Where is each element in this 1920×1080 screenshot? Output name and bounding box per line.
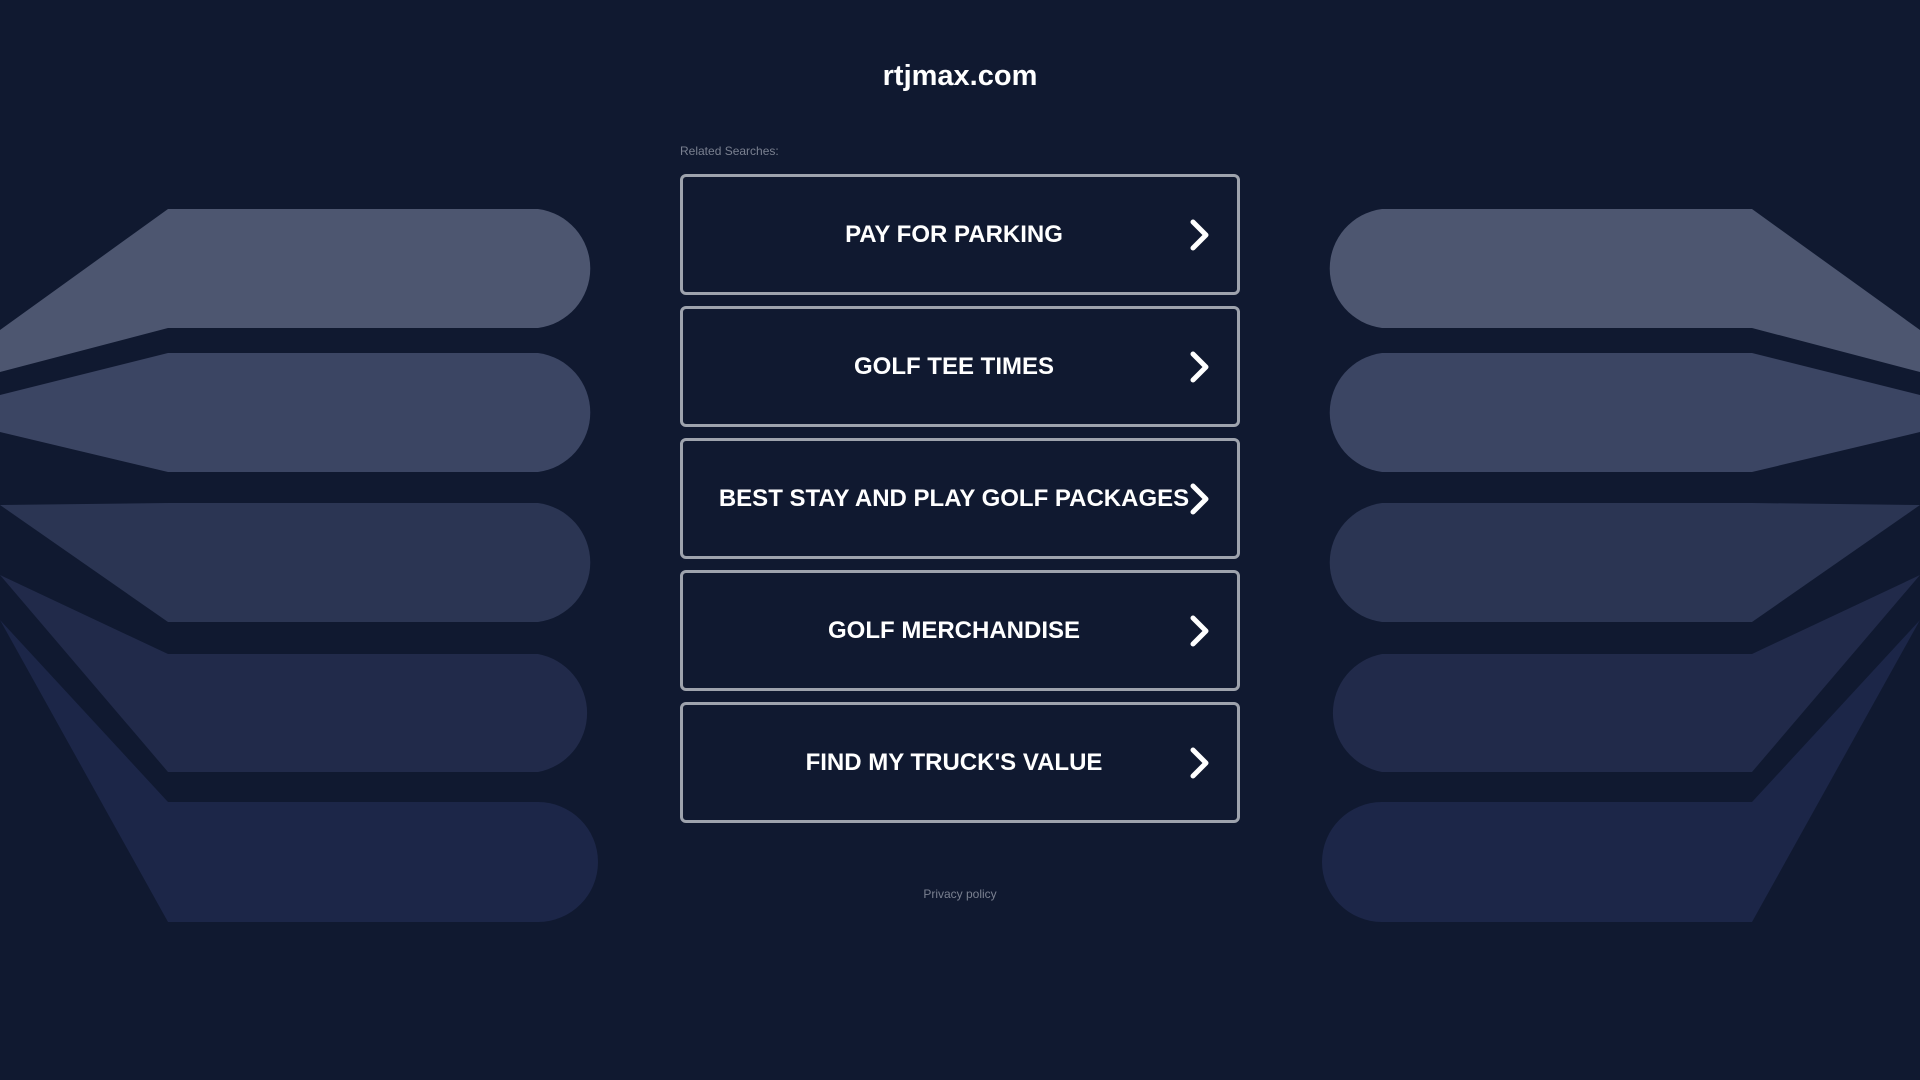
left-band-1: [0, 209, 591, 372]
left-band-3: [0, 503, 591, 622]
related-searches-label: Related Searches:: [680, 144, 779, 158]
chevron-right-icon: [1190, 483, 1209, 515]
chevron-right-icon: [1190, 747, 1209, 779]
related-search-link-find-my-trucks-value[interactable]: FIND MY TRUCK'S VALUE: [680, 702, 1240, 823]
privacy-policy-link[interactable]: Privacy policy: [923, 887, 997, 901]
right-band-3: [1329, 503, 1920, 622]
related-search-label: GOLF TEE TIMES: [853, 353, 1054, 380]
right-band-1: [1329, 209, 1920, 372]
right-decoration: [1322, 209, 1920, 922]
related-search-label: BEST STAY AND PLAY GOLF PACKAGES: [718, 485, 1190, 512]
related-search-link-best-stay-and-play-golf-packages[interactable]: BEST STAY AND PLAY GOLF PACKAGES: [680, 438, 1240, 559]
chevron-right-icon: [1190, 615, 1209, 647]
related-search-label: PAY FOR PARKING: [845, 221, 1063, 248]
left-band-2: [0, 353, 591, 472]
right-band-5: [1322, 620, 1920, 922]
chevron-right-icon: [1190, 351, 1209, 383]
right-band-4: [1332, 575, 1920, 772]
left-decoration: [0, 209, 598, 922]
related-search-link-pay-for-parking[interactable]: PAY FOR PARKING: [680, 174, 1240, 295]
related-search-link-golf-merchandise[interactable]: GOLF MERCHANDISE: [680, 570, 1240, 691]
related-search-link-golf-tee-times[interactable]: GOLF TEE TIMES: [680, 306, 1240, 427]
related-search-label: GOLF MERCHANDISE: [828, 617, 1080, 644]
right-band-2: [1329, 353, 1920, 472]
related-search-label: FIND MY TRUCK'S VALUE: [805, 749, 1103, 776]
related-searches-list: PAY FOR PARKING GOLF TEE TIMES BEST STAY…: [680, 174, 1240, 834]
chevron-right-icon: [1190, 219, 1209, 251]
left-band-4: [0, 575, 588, 772]
page-title: rtjmax.com: [882, 60, 1038, 92]
left-band-5: [0, 620, 598, 922]
